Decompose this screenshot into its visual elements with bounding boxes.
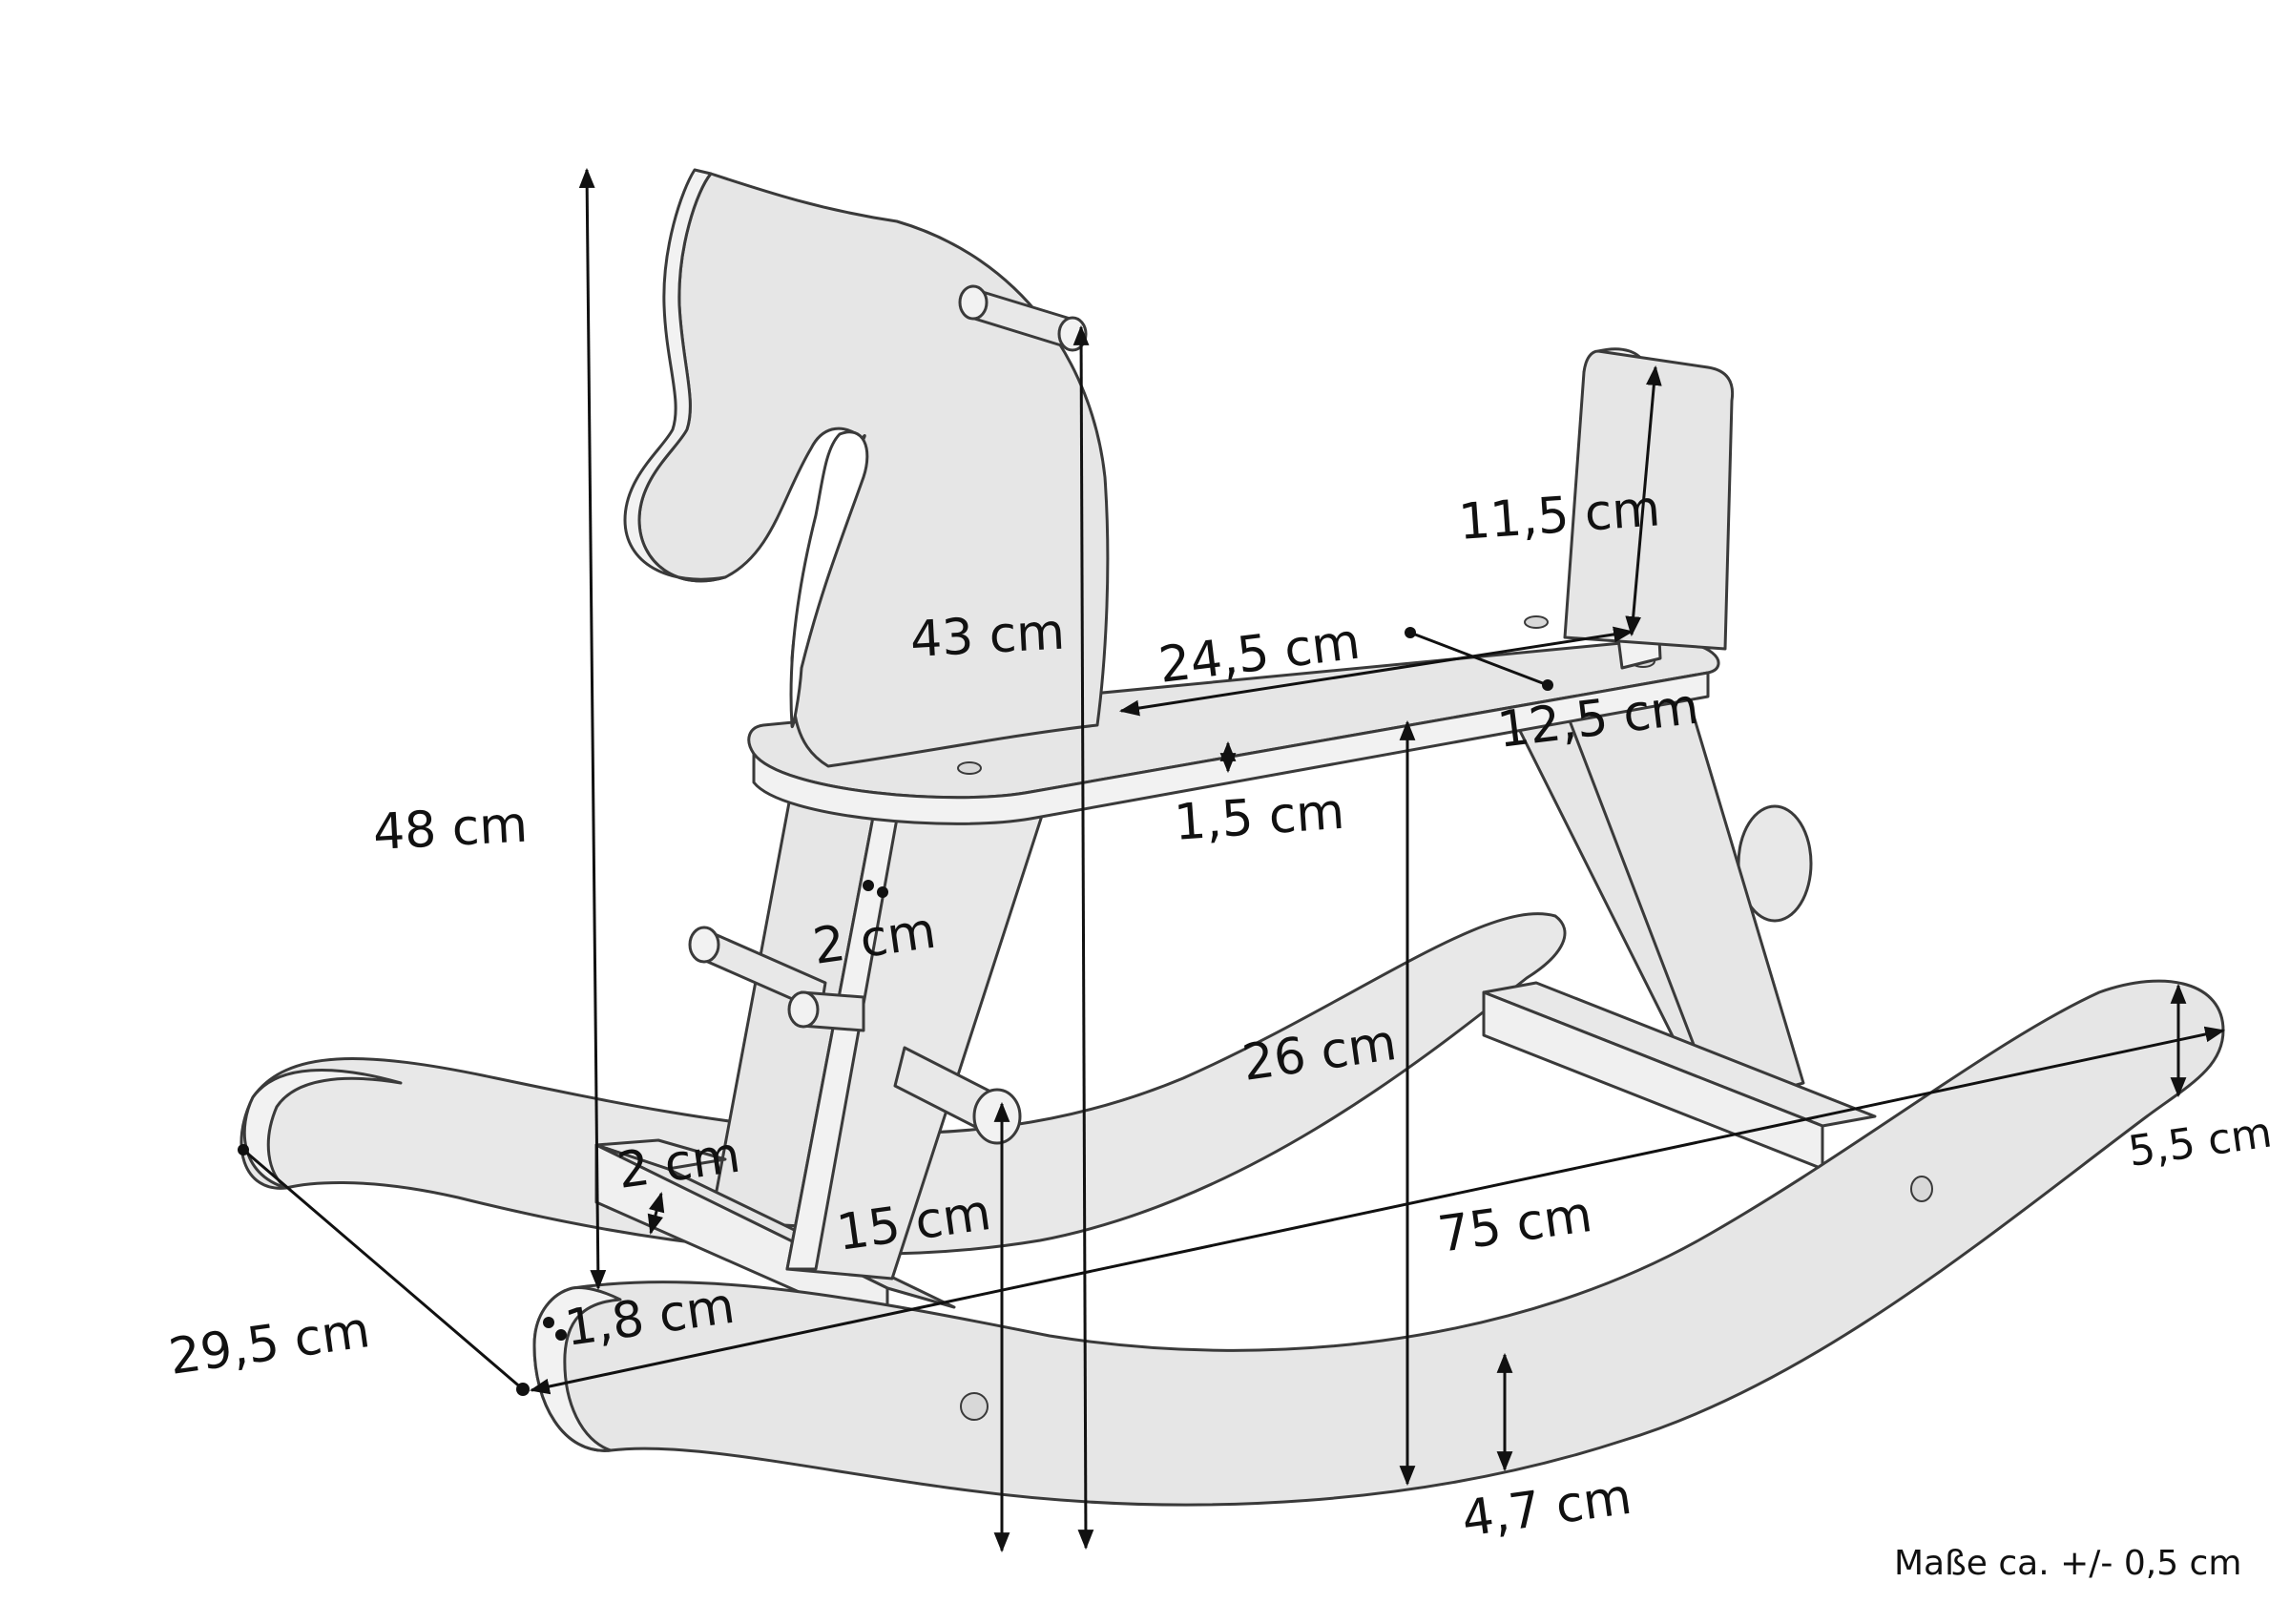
label-total-height: 48 cm (372, 797, 530, 862)
horse-head-edge (623, 168, 727, 583)
label-total-width: 29,5 cm (165, 1301, 373, 1386)
head-handle-end (958, 284, 989, 321)
seat-length-line (1118, 626, 1634, 717)
label-seat-thickness: 1,5 cm (1173, 783, 1346, 852)
dim-dot (1542, 679, 1553, 691)
dim-dot (543, 1317, 554, 1328)
seat-width-line (1409, 631, 1549, 687)
dim-dot (1405, 627, 1416, 638)
seat-board-front (752, 671, 1710, 825)
label-rocker-tip-height: 5,5 cm (2125, 1108, 2275, 1176)
lower-foot-peg-end (972, 1088, 1022, 1145)
dimension-dots (238, 627, 1553, 1396)
label-total-length: 75 cm (1434, 1186, 1595, 1264)
dim-dot (555, 1329, 567, 1341)
rocker-bolt (1910, 1176, 1933, 1202)
total-length-line (529, 1026, 2226, 1395)
backrest-height-line (1625, 364, 1662, 637)
horse-mouth-gap (789, 430, 869, 729)
upper-foot-peg-end (688, 926, 720, 964)
dim-dot (877, 886, 888, 898)
rocker-bolt (960, 1392, 989, 1421)
total-width-line (242, 1148, 524, 1391)
crossbar-thickness-line (647, 1191, 665, 1236)
dimension-lines (242, 167, 2226, 1553)
label-backrest-height: 11,5 cm (1457, 480, 1662, 552)
label-head-height: 43 cm (909, 604, 1067, 669)
dim-dot (516, 1383, 530, 1396)
seat-screw (957, 761, 982, 775)
label-rocker-center-height: 4,7 cm (1458, 1468, 1634, 1549)
rear-rocker-edge (242, 1068, 403, 1190)
seat-screw (1524, 615, 1549, 629)
dim-dot (238, 1144, 249, 1156)
dim-dot (863, 880, 874, 891)
horse-head (637, 172, 1110, 768)
tolerance-note: Maße ca. +/- 0,5 cm (1894, 1544, 2241, 1583)
middle-foot-peg-end (787, 990, 820, 1029)
